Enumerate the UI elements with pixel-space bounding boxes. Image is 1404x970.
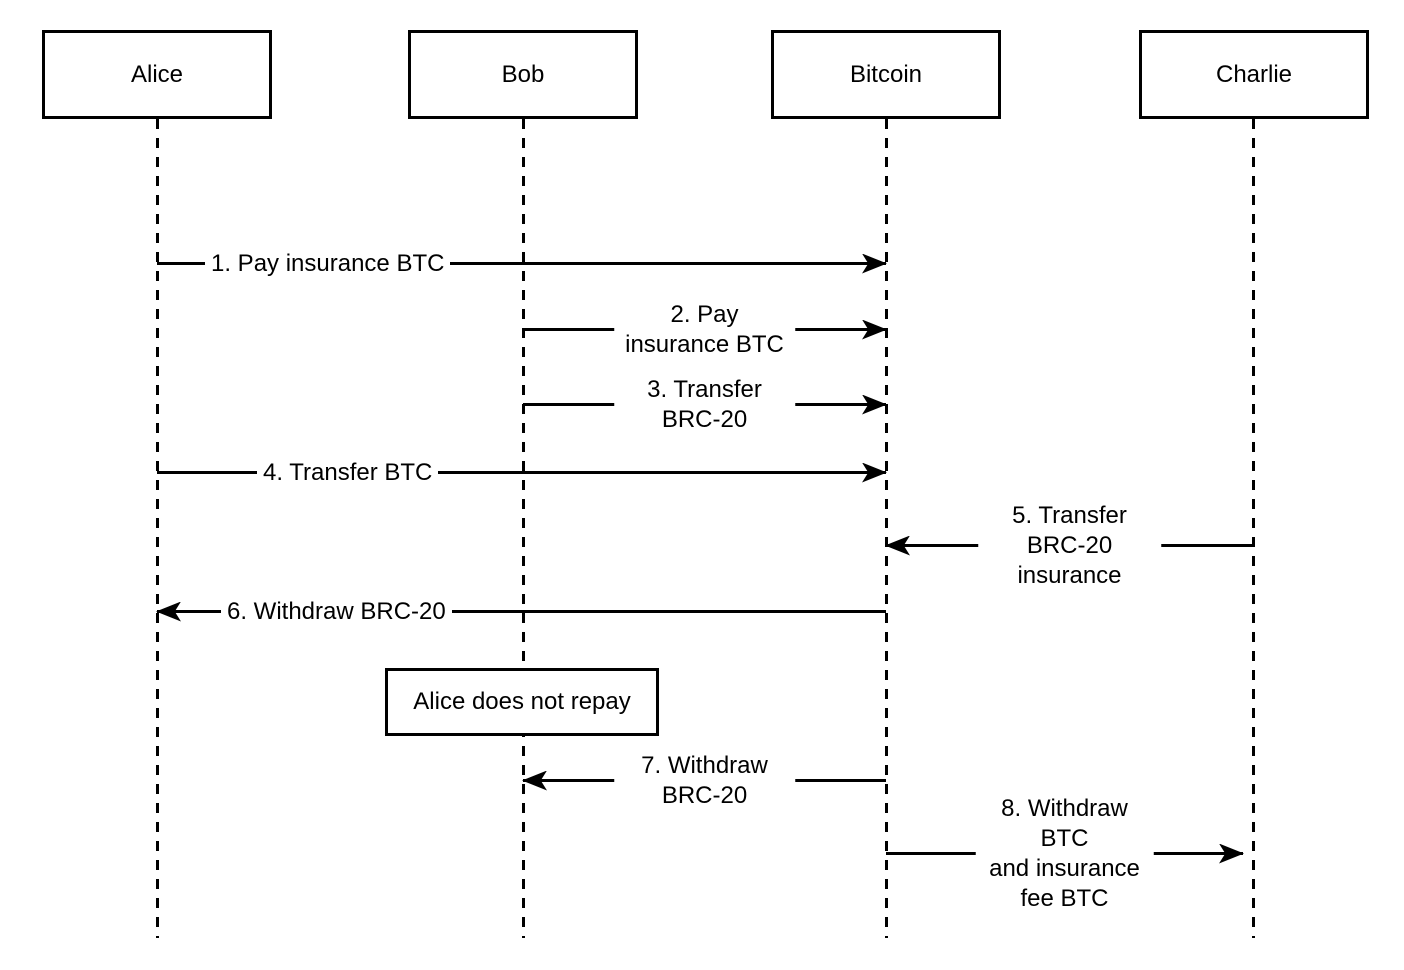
message-4-transfer-btc: 4. Transfer BTC — [157, 454, 887, 491]
actor-label-bob: Bob — [501, 60, 545, 88]
message-1-label: 1. Pay insurance BTC — [205, 245, 451, 282]
message-8-withdraw-btc-insurance-fee: 8. Withdraw BTC and insurance fee BTC — [886, 790, 1244, 917]
arrowhead-right-icon — [1219, 843, 1244, 864]
actor-label-charlie: Charlie — [1215, 60, 1293, 88]
message-4-label: 4. Transfer BTC — [257, 454, 439, 491]
message-2-pay-insurance-btc: 2. Pay insurance BTC — [523, 296, 887, 363]
actor-box-bitcoin: Bitcoin — [771, 30, 1001, 119]
arrowhead-left-icon — [522, 770, 547, 791]
message-1-pay-insurance-btc: 1. Pay insurance BTC — [157, 245, 887, 282]
lifeline-bob — [522, 119, 525, 938]
actor-box-alice: Alice — [42, 30, 272, 119]
arrowhead-right-icon — [862, 253, 887, 274]
lifeline-alice — [156, 119, 159, 938]
actor-label-alice: Alice — [130, 60, 184, 88]
arrowhead-left-icon — [885, 535, 910, 556]
note-label: Alice does not repay — [413, 688, 631, 715]
message-2-label: 2. Pay insurance BTC — [613, 296, 796, 363]
actor-box-bob: Bob — [408, 30, 638, 119]
message-7-label: 7. Withdraw BRC-20 — [613, 747, 796, 814]
arrowhead-right-icon — [862, 319, 887, 340]
message-7-withdraw-brc20: 7. Withdraw BRC-20 — [522, 747, 886, 814]
message-3-transfer-brc20: 3. Transfer BRC-20 — [523, 371, 887, 438]
lifeline-charlie — [1252, 119, 1255, 938]
note-alice-does-not-repay: Alice does not repay — [385, 668, 659, 736]
arrowhead-left-icon — [156, 601, 181, 622]
arrowhead-right-icon — [862, 394, 887, 415]
lifeline-bitcoin — [885, 119, 888, 938]
message-6-label: 6. Withdraw BRC-20 — [221, 593, 452, 630]
arrowhead-right-icon — [862, 462, 887, 483]
message-6-withdraw-brc20: 6. Withdraw BRC-20 — [156, 593, 886, 630]
message-5-label: 5. Transfer BRC-20 insurance — [977, 497, 1162, 594]
message-8-label: 8. Withdraw BTC and insurance fee BTC — [975, 790, 1154, 917]
message-5-transfer-brc20-insurance: 5. Transfer BRC-20 insurance — [885, 497, 1253, 594]
message-3-label: 3. Transfer BRC-20 — [613, 371, 796, 438]
actor-label-bitcoin: Bitcoin — [849, 60, 923, 88]
actor-box-charlie: Charlie — [1139, 30, 1369, 119]
